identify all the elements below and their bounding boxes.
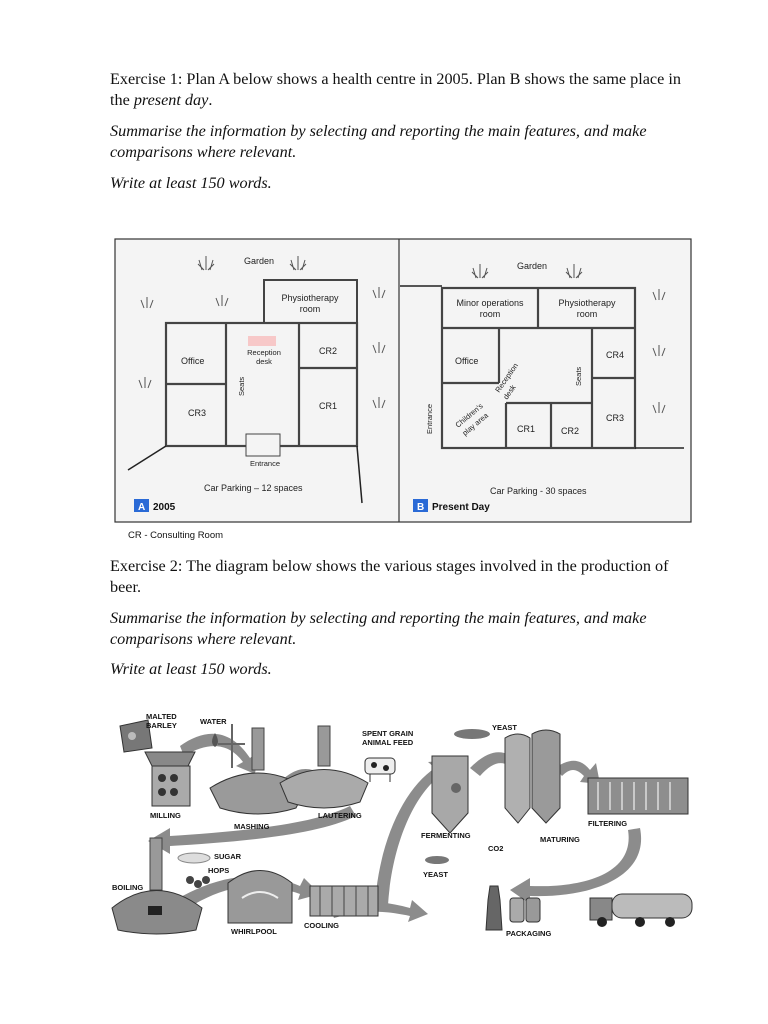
water-icon bbox=[212, 724, 245, 768]
arrow-barley-to-mill bbox=[180, 733, 258, 774]
boil-kettle-icon bbox=[111, 837, 203, 935]
cr2-label: CR2 bbox=[561, 426, 579, 436]
plan-b: Garden Minor operations room Physiothera… bbox=[400, 261, 684, 513]
sugar-icon bbox=[177, 852, 211, 864]
cr3-label: CR3 bbox=[606, 413, 624, 423]
reception-label: Reception bbox=[247, 348, 281, 357]
boiling-label: BOILING bbox=[112, 883, 143, 892]
plant-icon bbox=[138, 256, 386, 409]
filtering-label: FILTERING bbox=[588, 819, 627, 828]
fermenter-icon bbox=[431, 755, 469, 834]
hops-label: HOPS bbox=[208, 866, 229, 875]
physio-label: Physiotherapy bbox=[558, 298, 616, 308]
entrance-label: Entrance bbox=[250, 459, 280, 468]
exercise2-intro: Exercise 2: The diagram below shows the … bbox=[110, 557, 669, 596]
mashing-label: MASHING bbox=[234, 822, 270, 831]
yeast-bottom-label: YEAST bbox=[423, 870, 448, 879]
beer-process-diagram: MALTED BARLEY WATER MILLING MASHING LAUT… bbox=[111, 712, 693, 938]
cooling-icon bbox=[309, 885, 379, 917]
plan-b-badge: B bbox=[417, 502, 424, 513]
sugar-label: SUGAR bbox=[214, 852, 242, 861]
lautering-label: LAUTERING bbox=[318, 811, 362, 820]
exercise1-intro: Exercise 1: Plan A below shows a health … bbox=[110, 70, 681, 109]
fermenting-label: FERMENTING bbox=[421, 831, 471, 840]
packaging-icon bbox=[485, 885, 541, 931]
plan-a-year: 2005 bbox=[153, 502, 176, 513]
tanker-truck-icon bbox=[589, 893, 693, 927]
maturing-tanks-icon bbox=[504, 729, 561, 824]
cr3-label: CR3 bbox=[188, 408, 206, 418]
yeast-pile-icon bbox=[454, 729, 490, 739]
seats-label: Seats bbox=[574, 367, 583, 386]
exercise2-word-count: Write at least 150 words. bbox=[110, 660, 272, 678]
hops-icon bbox=[186, 876, 210, 888]
maturing-label: MATURING bbox=[540, 835, 580, 844]
malted-barley-icon bbox=[119, 719, 153, 753]
reception-highlight bbox=[248, 336, 276, 346]
co2-label: CO2 bbox=[488, 844, 503, 853]
garden-label: Garden bbox=[244, 256, 274, 266]
filter-icon bbox=[587, 777, 689, 815]
plant-icon bbox=[471, 264, 666, 414]
cr2-label: CR2 bbox=[319, 346, 337, 356]
parking-label: Car Parking – 12 spaces bbox=[204, 483, 303, 493]
office-label: Office bbox=[181, 356, 204, 366]
parking-label: Car Parking - 30 spaces bbox=[490, 486, 587, 496]
spent-grain-label-2: ANIMAL FEED bbox=[362, 738, 414, 747]
exercise2-instruction: Summarise the information by selecting a… bbox=[110, 609, 647, 648]
garden-label: Garden bbox=[517, 261, 547, 271]
water-label: WATER bbox=[200, 717, 227, 726]
entrance-label: Entrance bbox=[425, 404, 434, 434]
minor-ops-label-2: room bbox=[480, 309, 501, 319]
plan-b-badge-bg bbox=[413, 499, 428, 512]
reception-label-2: desk bbox=[256, 357, 272, 366]
office-label: Office bbox=[455, 356, 478, 366]
physio-label-2: room bbox=[577, 309, 598, 319]
malted-label-2: BARLEY bbox=[146, 721, 177, 730]
building-a-walls bbox=[164, 321, 359, 448]
entrance-doors bbox=[245, 433, 281, 457]
cooling-label: COOLING bbox=[304, 921, 339, 930]
milling-label: MILLING bbox=[150, 811, 181, 820]
cr4-label: CR4 bbox=[606, 350, 624, 360]
spent-grain-label: SPENT GRAIN bbox=[362, 729, 413, 738]
physio-label-2: room bbox=[300, 304, 321, 314]
yeast-pile-icon bbox=[425, 856, 449, 864]
building-b-walls bbox=[440, 286, 637, 450]
plan-a-badge-bg bbox=[134, 499, 149, 512]
plans-frame bbox=[114, 238, 692, 523]
fence-icon bbox=[127, 445, 363, 504]
yeast-top-label: YEAST bbox=[492, 723, 517, 732]
mill-icon bbox=[144, 751, 196, 807]
plan-a-badge: A bbox=[138, 502, 145, 513]
arrow-lauter-to-boil bbox=[148, 806, 356, 854]
cr1-label: CR1 bbox=[319, 401, 337, 411]
exercise1-instruction: Summarise the information by selecting a… bbox=[110, 122, 647, 161]
plan-b-label: Present Day bbox=[432, 502, 490, 513]
health-centre-plans: Garden Physiotherapy room Reception desk… bbox=[114, 238, 692, 541]
minor-ops-label: Minor operations bbox=[456, 298, 524, 308]
physio-label: Physiotherapy bbox=[281, 293, 339, 303]
whirlpool-label: WHIRLPOOL bbox=[231, 927, 277, 936]
seats-label: Seats bbox=[237, 377, 246, 396]
cow-icon bbox=[364, 757, 396, 782]
packaging-label: PACKAGING bbox=[506, 929, 551, 938]
arrow-filter-to-package bbox=[510, 828, 642, 904]
legend-label: CR - Consulting Room bbox=[128, 530, 223, 541]
cr1-label: CR1 bbox=[517, 424, 535, 434]
plan-a: Garden Physiotherapy room Reception desk… bbox=[127, 256, 386, 513]
exercise1-word-count: Write at least 150 words. bbox=[110, 174, 272, 192]
whirlpool-icon bbox=[227, 870, 293, 924]
malted-label: MALTED bbox=[146, 712, 177, 721]
lauter-tun-icon bbox=[279, 725, 369, 809]
